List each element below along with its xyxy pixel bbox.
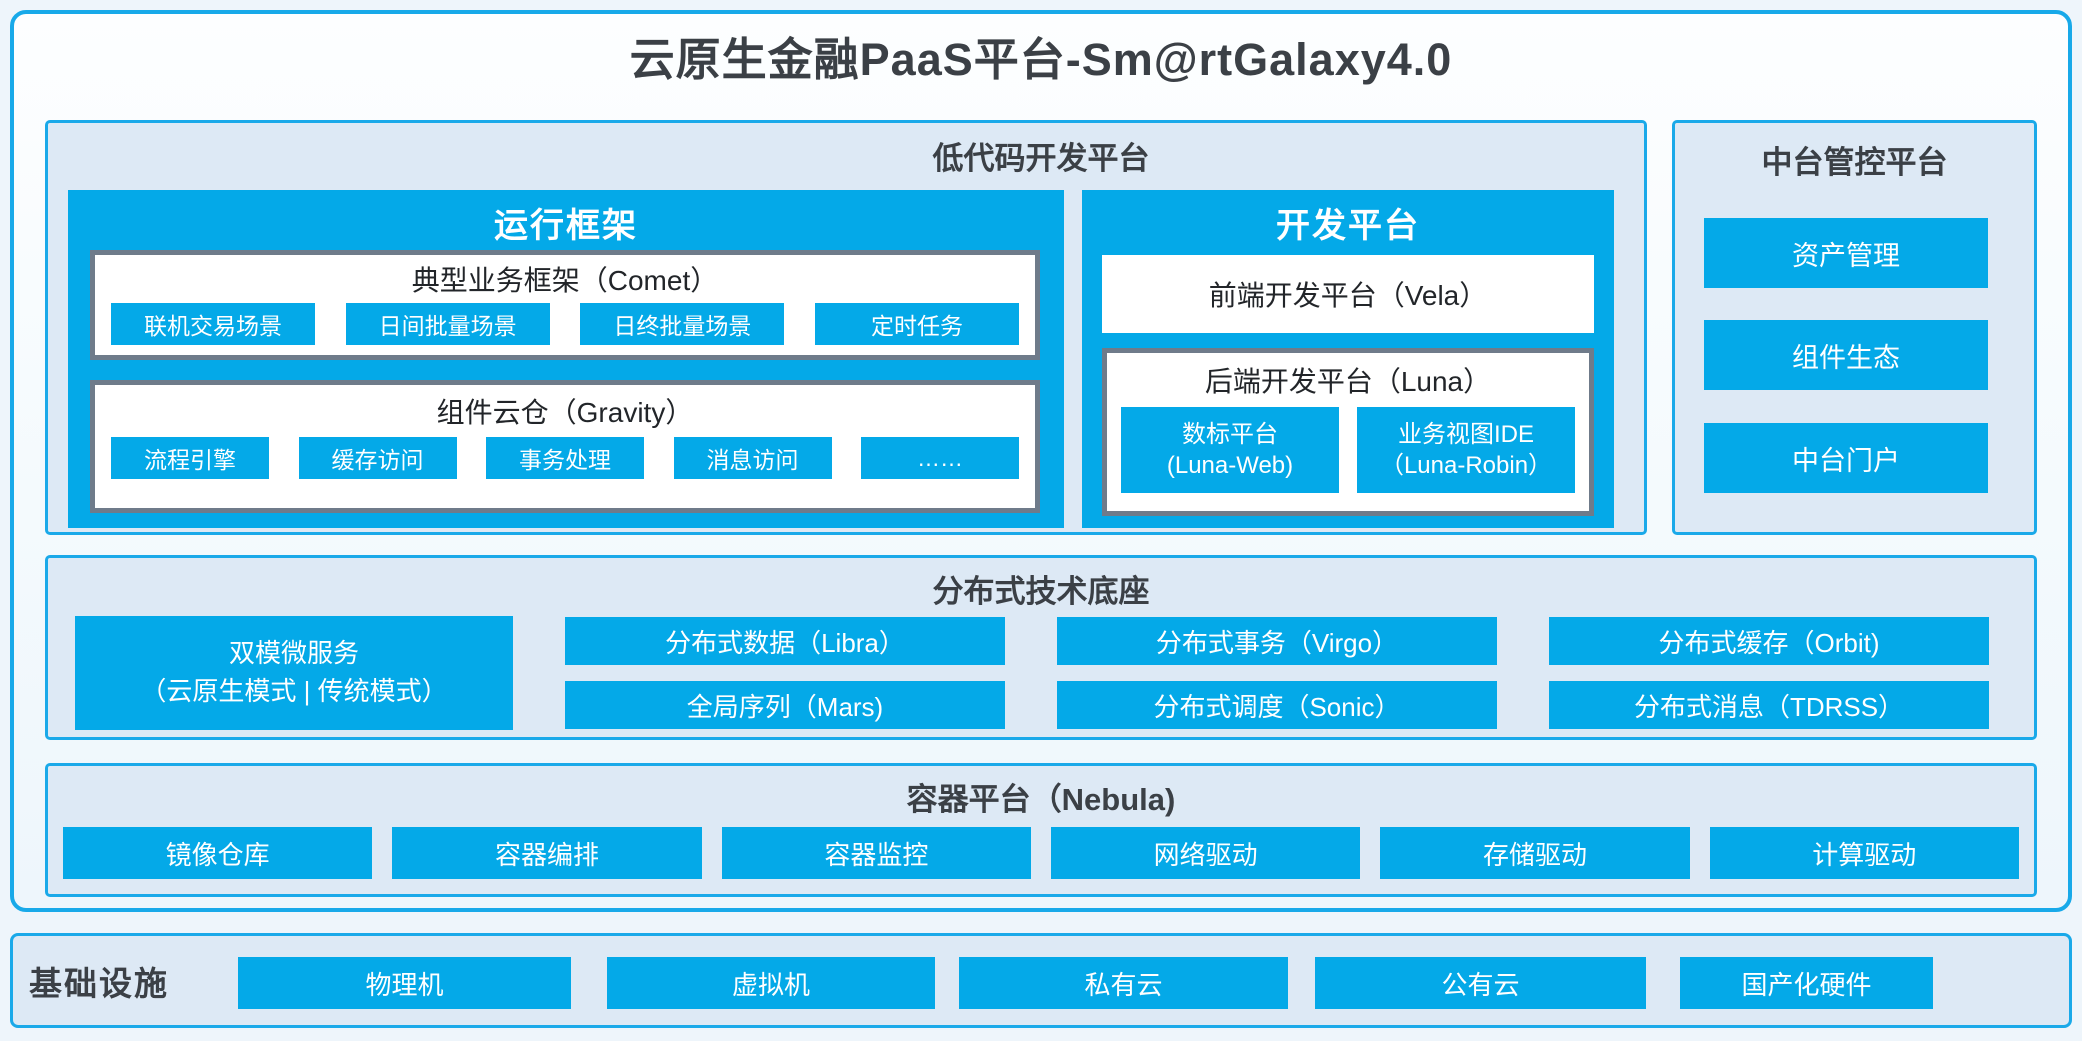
comet-item: 日间批量场景 (345, 303, 550, 345)
domestic-hardware-box: 国产化硬件 (1680, 957, 1933, 1009)
luna-items-row: 数标平台 (Luna-Web) 业务视图IDE （Luna-Robin） (1107, 407, 1589, 493)
mid-platform-panel: 中台管控平台 资产管理 组件生态 中台门户 (1672, 120, 2037, 535)
main-frame: 云原生金融PaaS平台-Sm@rtGalaxy4.0 低代码开发平台 运行框架 … (10, 10, 2072, 912)
gravity-item: 流程引擎 (111, 437, 269, 479)
lowcode-platform-panel: 低代码开发平台 运行框架 典型业务框架（Comet） 联机交易场景 日间批量场景… (45, 120, 1647, 535)
storage-driver-box: 存储驱动 (1380, 827, 1690, 879)
luna-backend-title: 后端开发平台（Luna） (1204, 366, 1492, 397)
comet-framework-box: 典型业务框架（Comet） 联机交易场景 日间批量场景 日终批量场景 定时任务 (90, 250, 1040, 360)
gravity-item: 消息访问 (673, 437, 832, 479)
gravity-warehouse-title: 组件云仓（Gravity） (436, 397, 694, 428)
luna-web-name: 数标平台 (1182, 420, 1278, 448)
mid-platform-title: 中台管控平台 (1761, 145, 1948, 180)
distributed-data-box: 分布式数据（Libra） (565, 617, 1005, 665)
gravity-item-more: …… (861, 437, 1019, 479)
comet-item: 联机交易场景 (111, 303, 315, 345)
distributed-transaction-box: 分布式事务（Virgo） (1057, 617, 1497, 665)
compute-driver-box: 计算驱动 (1709, 827, 2019, 879)
physical-machine-box: 物理机 (238, 957, 571, 1009)
distributed-base-panel: 分布式技术底座 双模微服务 （云原生模式 | 传统模式） 分布式数据（Libra… (45, 555, 2037, 740)
gravity-item: 缓存访问 (298, 437, 457, 479)
distributed-scheduler-box: 分布式调度（Sonic） (1057, 681, 1497, 729)
dev-platform-panel: 开发平台 前端开发平台（Vela） 后端开发平台（Luna） 数标平台 (Lun… (1082, 190, 1614, 528)
asset-management-box: 资产管理 (1704, 218, 1988, 288)
dev-platform-title: 开发平台 (1276, 207, 1420, 245)
comet-framework-title: 典型业务框架（Comet） (411, 265, 719, 296)
infrastructure-bar: 基础设施 物理机 虚拟机 私有云 公有云 国产化硬件 (10, 933, 2072, 1028)
vela-frontend-box: 前端开发平台（Vela） (1102, 255, 1594, 333)
luna-robin-item: 业务视图IDE （Luna-Robin） (1357, 407, 1575, 493)
gravity-item: 事务处理 (486, 437, 644, 479)
private-cloud-box: 私有云 (959, 957, 1288, 1009)
luna-robin-name: 业务视图IDE (1397, 420, 1534, 448)
distributed-base-title: 分布式技术底座 (932, 574, 1150, 609)
run-framework-panel: 运行框架 典型业务框架（Comet） 联机交易场景 日间批量场景 日终批量场景 … (68, 190, 1064, 528)
virtual-machine-box: 虚拟机 (607, 957, 935, 1009)
luna-web-item: 数标平台 (Luna-Web) (1121, 407, 1339, 493)
distributed-message-box: 分布式消息（TDRSS） (1549, 681, 1989, 729)
container-items-row: 镜像仓库 容器编排 容器监控 网络驱动 存储驱动 计算驱动 (48, 827, 2034, 879)
comet-item: 日终批量场景 (580, 303, 785, 345)
mid-platform-portal-box: 中台门户 (1704, 423, 1988, 493)
comet-items-row: 联机交易场景 日间批量场景 日终批量场景 定时任务 (95, 303, 1035, 345)
container-monitoring-box: 容器监控 (721, 827, 1031, 879)
lowcode-platform-title: 低代码开发平台 (932, 141, 1150, 176)
public-cloud-box: 公有云 (1315, 957, 1646, 1009)
network-driver-box: 网络驱动 (1050, 827, 1361, 879)
distributed-cache-box: 分布式缓存（Orbit) (1549, 617, 1989, 665)
page-title: 云原生金融PaaS平台-Sm@rtGalaxy4.0 (629, 34, 1453, 85)
global-sequence-box: 全局序列（Mars) (565, 681, 1005, 729)
container-platform-panel: 容器平台（Nebula) 镜像仓库 容器编排 容器监控 网络驱动 存储驱动 计算… (45, 763, 2037, 897)
gravity-items-row: 流程引擎 缓存访问 事务处理 消息访问 …… (95, 437, 1035, 479)
dual-mode-line1: 双模微服务 (228, 638, 359, 669)
luna-web-code: (Luna-Web) (1166, 452, 1294, 479)
container-platform-title: 容器平台（Nebula) (906, 782, 1176, 817)
gravity-warehouse-box: 组件云仓（Gravity） 流程引擎 缓存访问 事务处理 消息访问 …… (90, 380, 1040, 513)
dual-mode-line2: （云原生模式 | 传统模式） (140, 676, 448, 706)
dual-mode-microservice-box: 双模微服务 （云原生模式 | 传统模式） (75, 616, 513, 730)
run-framework-title: 运行框架 (494, 207, 638, 245)
luna-backend-box: 后端开发平台（Luna） 数标平台 (Luna-Web) 业务视图IDE （Lu… (1102, 348, 1594, 516)
luna-robin-code: （Luna-Robin） (1379, 452, 1553, 479)
image-registry-box: 镜像仓库 (63, 827, 373, 879)
component-ecosystem-box: 组件生态 (1704, 320, 1988, 390)
container-orchestration-box: 容器编排 (392, 827, 702, 879)
infrastructure-label: 基础设施 (29, 964, 169, 1002)
comet-item: 定时任务 (814, 303, 1019, 345)
